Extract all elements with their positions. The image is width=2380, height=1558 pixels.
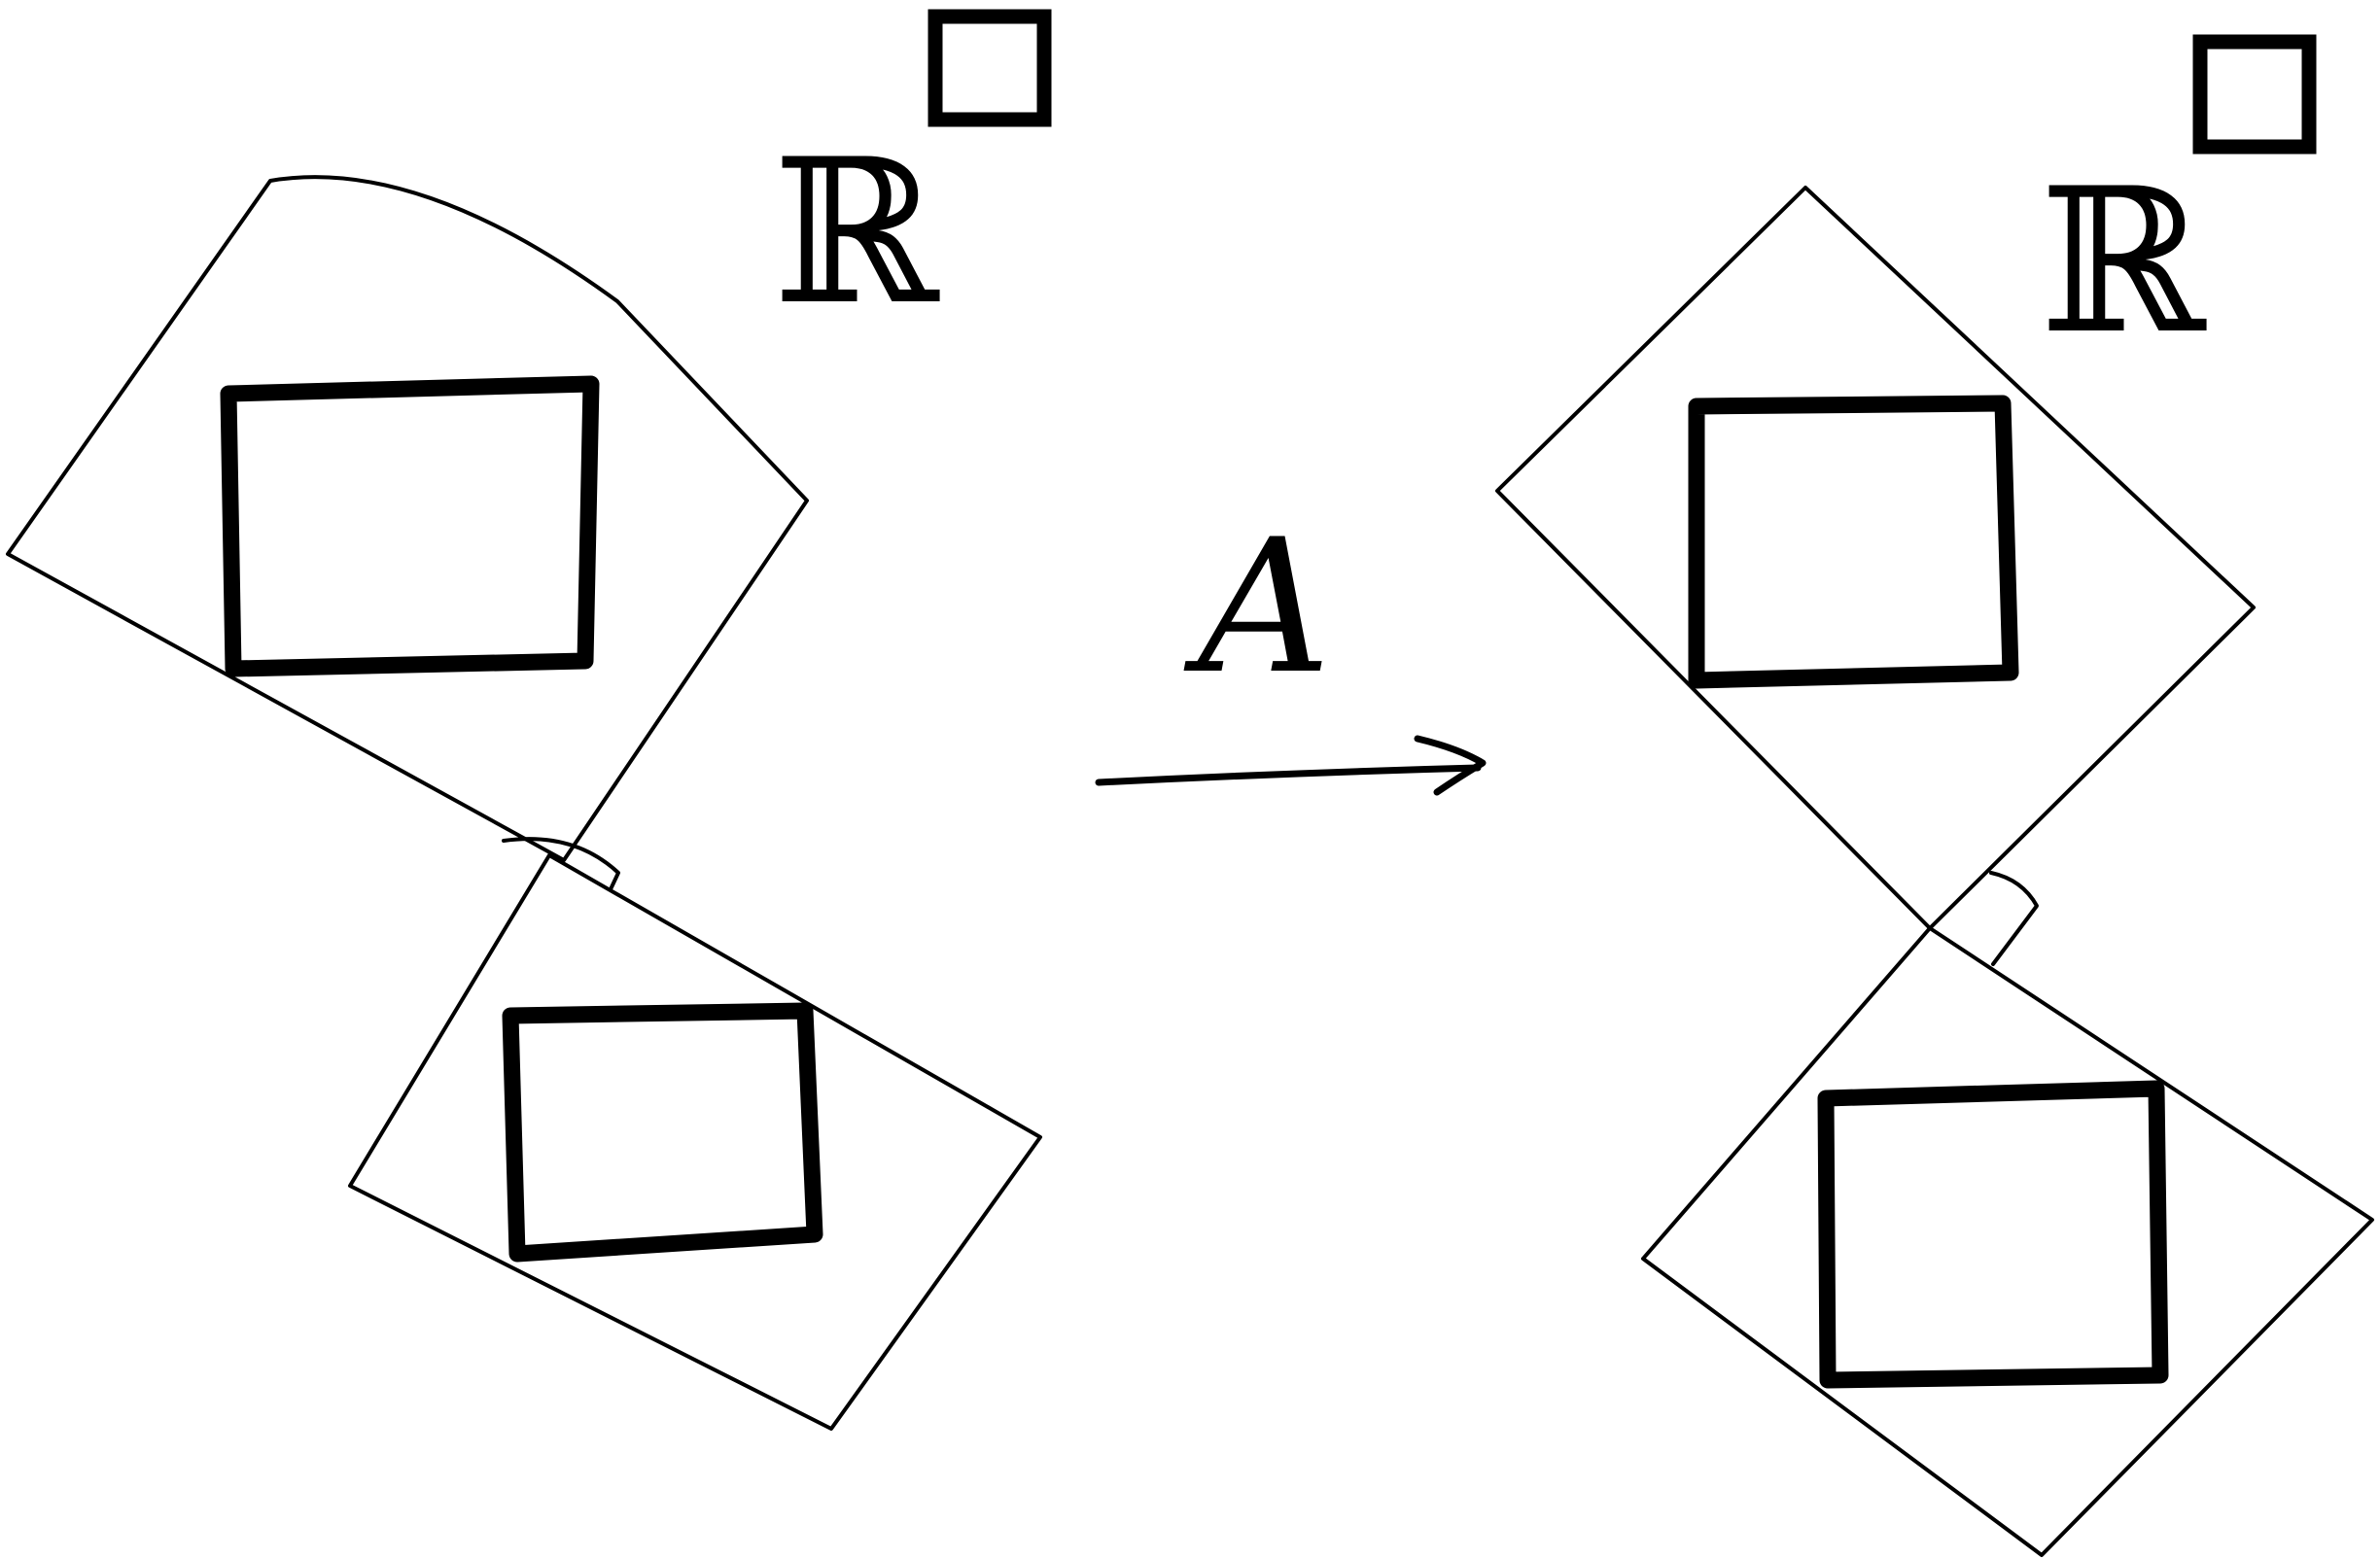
map-arrow-shaft <box>1095 764 1482 786</box>
right-panel: ℝ <box>1495 34 2374 1557</box>
right-lower-inner-square <box>1817 1080 2169 1389</box>
right-qed-box <box>2192 34 2317 155</box>
right-lower-diamond <box>1641 926 2374 1557</box>
map-label: A <box>1183 500 1331 714</box>
left-right-angle-marker <box>502 837 620 891</box>
map-arrow-head <box>1414 735 1487 796</box>
left-space-label: ℝ <box>773 118 940 349</box>
right-right-angle-marker <box>1989 871 2039 966</box>
map-arrow-group: A <box>1095 500 1487 796</box>
left-lower-rotated-square <box>348 853 1042 1431</box>
right-space-label: ℝ <box>2040 147 2207 378</box>
left-qed-box <box>928 9 1052 127</box>
left-panel: ℝ <box>6 9 1052 1431</box>
left-lower-inner-square <box>502 1002 823 1263</box>
right-upper-inner-square <box>1688 395 2019 689</box>
left-upper-rotated-square <box>6 175 809 862</box>
left-upper-inner-square <box>220 375 600 677</box>
